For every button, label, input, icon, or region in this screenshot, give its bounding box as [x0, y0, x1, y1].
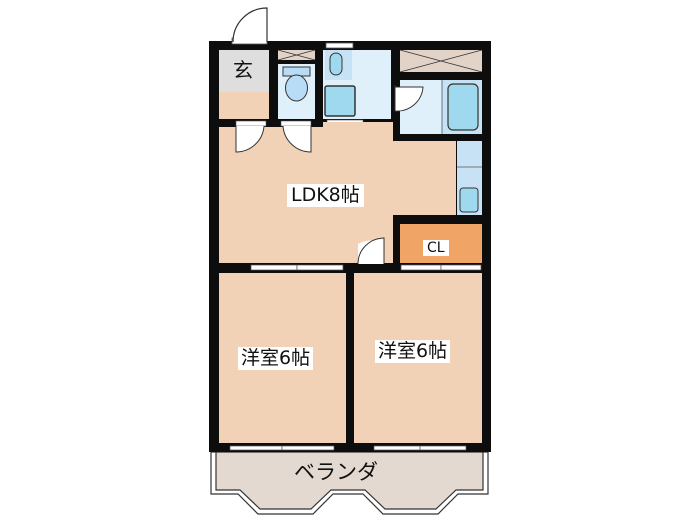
window-right-room[interactable] — [373, 445, 467, 451]
front-door-swing[interactable] — [232, 7, 268, 43]
western-room-right-label: 洋室6帖 — [375, 340, 451, 363]
entrance-door-swing[interactable] — [235, 125, 265, 153]
western-room-left-label: 洋室6帖 — [238, 347, 314, 370]
bathroom-door-swing[interactable] — [394, 85, 424, 112]
washbasin-icon — [329, 52, 343, 76]
bathtub-icon — [447, 83, 479, 131]
entrance-step-floor — [219, 92, 269, 119]
entrance-label: 玄 — [233, 58, 253, 82]
balcony-label: ベランダ — [294, 460, 378, 484]
window-left-room[interactable] — [229, 445, 335, 451]
kitchen-sink-icon — [459, 187, 479, 213]
ldk-label: LDK8帖 — [287, 184, 364, 207]
toilet-bowl-icon — [285, 74, 308, 102]
sliding-doors-closet[interactable] — [400, 264, 482, 271]
hall-door-swing[interactable] — [357, 237, 385, 265]
washing-machine-pan-icon — [324, 85, 356, 117]
entrance-floor — [219, 50, 269, 92]
balcony — [210, 451, 489, 515]
sliding-doors-left-room[interactable] — [250, 264, 344, 271]
closet-label: CL — [423, 240, 449, 256]
toilet-door-swing[interactable] — [282, 125, 312, 153]
